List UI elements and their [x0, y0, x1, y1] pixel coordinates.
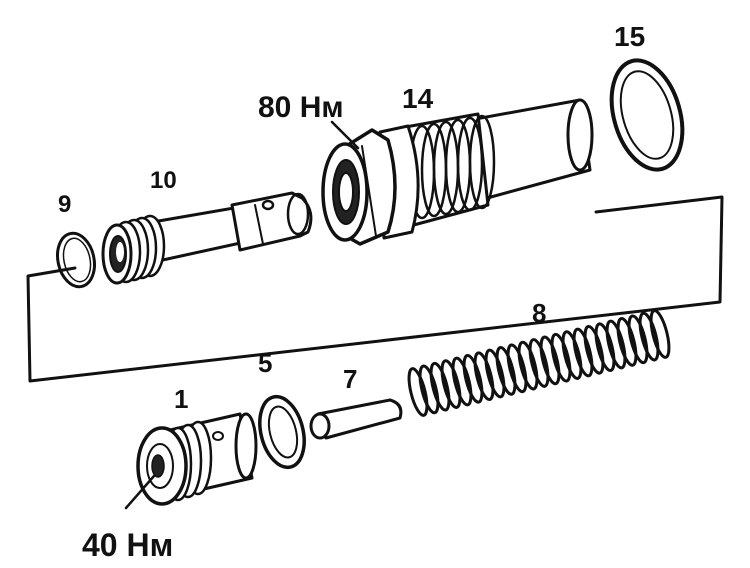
spring-coil	[440, 359, 462, 409]
spring-coil	[616, 317, 638, 367]
part-7-pin	[309, 398, 403, 440]
spring-coil	[550, 332, 572, 383]
part-15-sealing-ring	[609, 58, 685, 172]
part-1-valve-seat	[124, 412, 258, 510]
label-torque-80: 80 Нм	[258, 91, 344, 124]
spring-coil	[594, 322, 616, 373]
spring-coil	[539, 335, 561, 386]
part-9-clip-ring	[56, 231, 96, 289]
spring-coil	[418, 364, 440, 415]
label-part-10: 10	[150, 167, 177, 194]
spring-coil	[649, 309, 671, 359]
label-part-5: 5	[258, 348, 272, 378]
label-part-1: 1	[174, 384, 188, 414]
part-8-coil-spring	[407, 309, 671, 417]
assembly-guide-frame	[26, 195, 724, 383]
spring-coil	[429, 361, 451, 412]
spring-coil	[627, 314, 649, 365]
spring-coil	[583, 324, 605, 375]
part-10-valve-sleeve	[101, 191, 313, 285]
spring-coil	[407, 367, 429, 417]
spring-coil	[572, 327, 594, 378]
spring-coil	[462, 353, 484, 404]
part-5-washer	[258, 394, 306, 470]
label-part-8: 8	[532, 298, 546, 328]
label-part-15: 15	[614, 21, 645, 52]
spring-coil	[473, 351, 495, 402]
spring-coil	[484, 348, 506, 399]
spring-coil	[561, 330, 583, 380]
label-part-7: 7	[343, 364, 357, 394]
spring-coil	[451, 356, 473, 407]
part-14-threaded-plug	[321, 98, 594, 246]
spring-coil	[517, 340, 539, 391]
spring-coil	[528, 338, 550, 388]
label-part-9: 9	[58, 191, 71, 218]
spring-coil	[638, 311, 660, 362]
spring-coil	[495, 346, 517, 396]
spring-coil	[605, 319, 627, 370]
torque-80-leader	[330, 120, 360, 150]
spring-coil	[506, 343, 528, 394]
label-torque-40: 40 Нм	[82, 527, 173, 563]
label-part-14: 14	[402, 83, 434, 114]
